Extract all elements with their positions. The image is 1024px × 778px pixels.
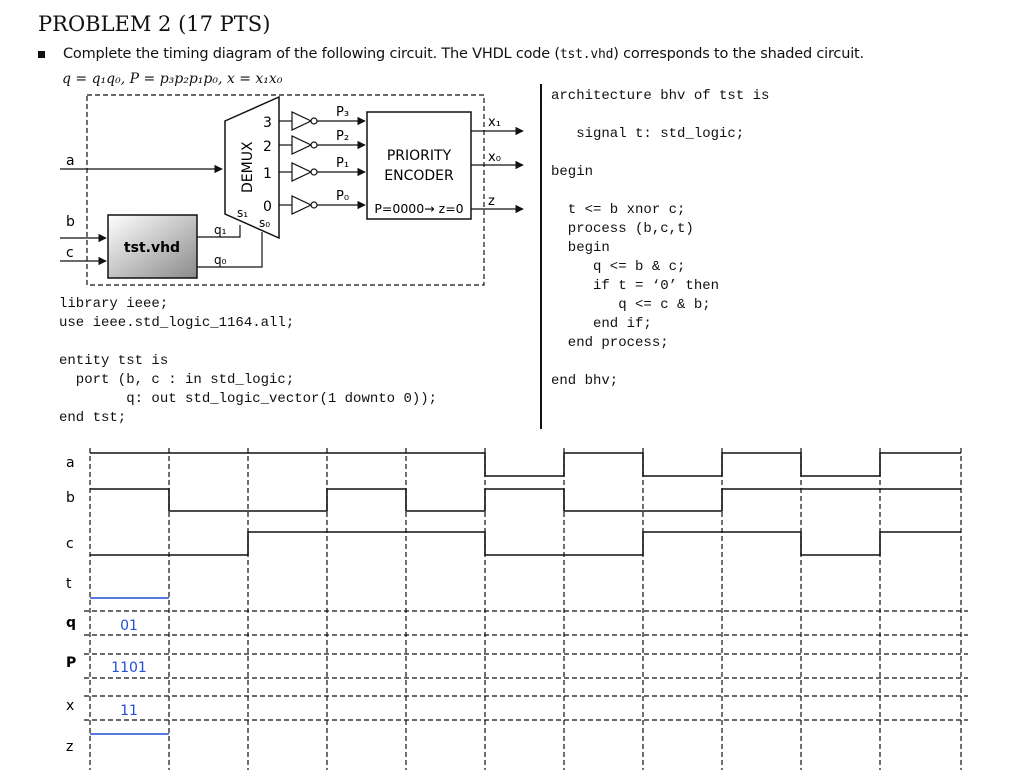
architecture-code: architecture bhv of tst is signal t: std… (551, 87, 769, 391)
demux-out-0: 0 (263, 199, 272, 215)
architecture-line (551, 353, 769, 372)
demux-out-1: 1 (263, 166, 272, 182)
entity-line (59, 333, 437, 352)
z-label: z (488, 194, 495, 209)
architecture-line: architecture bhv of tst is (551, 88, 770, 104)
x0-label: x₀ (488, 150, 501, 165)
signal-label-a: a (66, 455, 75, 471)
bus-value-P_first: 1101 (111, 660, 147, 676)
waveform-b (90, 488, 961, 512)
architecture-line: begin (551, 164, 594, 180)
circuit-boundary (86, 94, 485, 286)
select-s0-label: s₀ (259, 216, 270, 230)
architecture-line: end if; (551, 316, 652, 332)
entity-line: entity tst is (59, 353, 169, 369)
entity-line: use ieee.std_logic_1164.all; (59, 315, 295, 331)
inverter-row-2: P₂ (279, 129, 366, 155)
entity-line: q: out std_logic_vector(1 downto 0)); (59, 391, 438, 407)
input-c-label: c (66, 245, 74, 261)
q0-wire (197, 232, 263, 268)
problem-title: PROBLEM 2 (17 PTS) (38, 12, 271, 36)
architecture-line (551, 106, 769, 125)
instruction: Complete the timing diagram of the follo… (38, 46, 864, 62)
p2-label: P₂ (336, 129, 349, 144)
architecture-line: end bhv; (551, 373, 619, 389)
encoder-title-2: ENCODER (384, 168, 454, 184)
inverter-row-1: P₁ (279, 156, 366, 182)
entity-line: end tst; (59, 410, 127, 426)
instruction-text-end: ) corresponds to the shaded circuit. (613, 46, 864, 62)
circuit-diagram: a DEMUX 3 2 1 0 s₁ s₀ P₃ P₂ P₁ P₀ PRIORI… (60, 94, 524, 286)
architecture-line: process (b,c,t) (551, 221, 694, 237)
p3-label: P₃ (336, 105, 349, 120)
architecture-line: t <= b xnor c; (551, 202, 686, 218)
bus-value-q_first: 01 (120, 618, 138, 634)
signal-label-t: t (66, 576, 72, 592)
q1-label: q₁ (214, 223, 227, 237)
waveform-c (90, 531, 961, 556)
demux-block (224, 95, 280, 240)
architecture-line: signal t: std_logic; (551, 126, 745, 142)
signal-label-q: q (66, 615, 76, 631)
p0-label: P₀ (336, 189, 349, 204)
tst-vhd-block (107, 214, 198, 279)
bus-value-x_first: 11 (120, 703, 138, 719)
demux-out-2: 2 (263, 139, 272, 155)
encoder-title-1: PRIORITY (387, 148, 452, 164)
entity-code: library ieee; use ieee.std_logic_1164.all… (59, 295, 437, 428)
inverter-row-0: P₀ (279, 189, 366, 215)
x1-label: x₁ (488, 115, 501, 130)
timing-diagram: a b c t qPx z 01 1101 11 (66, 448, 968, 770)
instruction-text: Complete the timing diagram of the follo… (63, 46, 560, 62)
select-s1-label: s₁ (237, 206, 248, 220)
input-b-label: b (66, 214, 75, 230)
p1-label: P₁ (336, 156, 349, 171)
priority-encoder-block (366, 111, 472, 220)
inverter-row-3: P₃ (279, 105, 366, 131)
signal-label-P: P (66, 655, 76, 671)
signal-label-z: z (66, 739, 73, 755)
q0-label: q₀ (214, 253, 227, 267)
encoder-note: P=0000→ z=0 (374, 201, 463, 216)
input-a-label: a (66, 153, 75, 169)
signal-label-x: x (66, 698, 74, 714)
architecture-line: end process; (551, 335, 669, 351)
architecture-line: begin (551, 240, 610, 256)
waveform-a (90, 452, 961, 477)
architecture-line: if t = ‘0’ then (551, 278, 720, 294)
signal-label-c: c (66, 536, 74, 552)
q1-wire (197, 225, 241, 238)
entity-line: port (b, c : in std_logic; (59, 372, 295, 388)
signal-label-b: b (66, 490, 75, 506)
architecture-line: q <= b & c; (551, 259, 686, 275)
bullet (38, 50, 45, 58)
tst-vhd-label: tst.vhd (124, 240, 180, 256)
architecture-line (551, 144, 769, 163)
architecture-line: q <= c & b; (551, 297, 711, 313)
architecture-line (551, 182, 769, 201)
demux-out-3: 3 (263, 115, 272, 131)
code-separator (540, 84, 542, 429)
entity-line: library ieee; (59, 296, 169, 312)
demux-label: DEMUX (240, 141, 256, 193)
instruction-code: tst.vhd (559, 47, 614, 62)
formula: q = q₁q₀, P = p₃p₂p₁p₀, x = x₁x₀ (62, 71, 283, 87)
